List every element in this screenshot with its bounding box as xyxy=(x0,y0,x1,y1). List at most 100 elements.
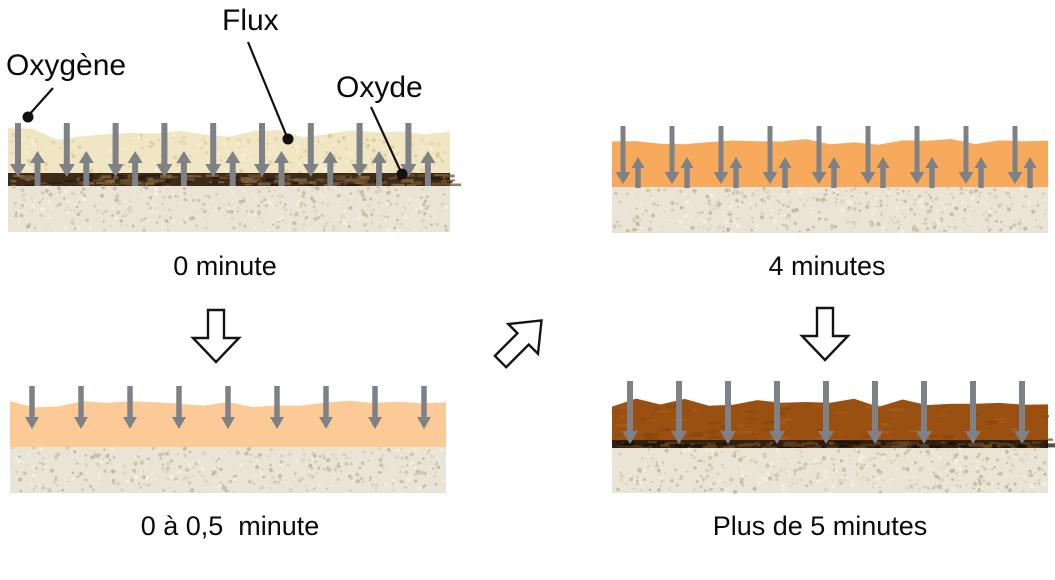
texture-speck xyxy=(148,196,153,200)
texture-speck xyxy=(70,191,74,195)
texture-speck xyxy=(150,209,154,214)
texture-speck xyxy=(288,487,293,493)
texture-speck xyxy=(285,168,290,174)
texture-speck xyxy=(762,199,767,205)
texture-streak xyxy=(897,443,908,447)
texture-speck xyxy=(316,472,319,474)
texture-speck xyxy=(31,204,36,208)
texture-speck xyxy=(204,171,207,174)
texture-speck xyxy=(400,454,403,457)
texture-speck xyxy=(963,455,965,457)
texture-speck xyxy=(149,472,152,475)
texture-speck xyxy=(40,190,43,193)
texture-speck xyxy=(891,219,894,222)
texture-speck xyxy=(387,153,391,158)
texture-speck xyxy=(774,473,779,478)
texture-speck xyxy=(269,201,273,205)
texture-speck xyxy=(797,461,801,465)
texture-speck xyxy=(768,198,771,201)
texture-speck xyxy=(680,452,683,455)
texture-speck xyxy=(232,477,237,482)
texture-streak xyxy=(619,415,626,419)
texture-speck xyxy=(651,213,656,218)
texture-speck xyxy=(413,228,418,232)
texture-streak xyxy=(361,183,376,186)
texture-speck xyxy=(791,481,795,485)
exchange-arrows xyxy=(25,386,431,429)
texture-speck xyxy=(420,168,424,172)
texture-speck xyxy=(853,187,857,191)
texture-speck xyxy=(856,471,859,474)
texture-speck xyxy=(417,461,421,465)
texture-speck xyxy=(831,228,833,231)
texture-speck xyxy=(198,470,201,474)
texture-speck xyxy=(376,475,378,478)
texture-speck xyxy=(632,472,636,476)
texture-speck xyxy=(332,455,336,459)
texture-speck xyxy=(952,453,956,457)
texture-speck xyxy=(800,451,803,454)
texture-speck xyxy=(104,209,108,213)
oxygen-down-arrow-head xyxy=(400,164,417,177)
texture-speck xyxy=(727,195,730,197)
texture-speck xyxy=(202,451,207,456)
texture-speck xyxy=(625,228,630,233)
texture-speck xyxy=(735,191,740,195)
texture-speck xyxy=(360,209,364,213)
texture-streak xyxy=(26,176,39,180)
texture-speck xyxy=(44,168,48,171)
texture-speck xyxy=(770,461,774,466)
texture-speck xyxy=(318,482,322,486)
texture-streak xyxy=(839,444,848,447)
texture-speck xyxy=(296,188,301,192)
texture-speck xyxy=(1023,474,1027,478)
texture-speck xyxy=(174,194,178,198)
texture-speck xyxy=(850,220,854,224)
texture-speck xyxy=(81,488,84,491)
texture-speck xyxy=(709,217,712,220)
texture-speck xyxy=(122,147,126,150)
texture-speck xyxy=(642,187,646,191)
texture-speck xyxy=(322,467,325,470)
texture-speck xyxy=(736,449,739,452)
oxygen-down-arrow-head xyxy=(254,164,270,177)
texture-speck xyxy=(958,467,962,472)
texture-speck xyxy=(43,162,49,167)
texture-speck xyxy=(1043,212,1047,216)
texture-speck xyxy=(368,478,372,482)
texture-streak xyxy=(22,176,32,180)
texture-streak xyxy=(659,427,671,432)
texture-speck xyxy=(29,483,32,486)
texture-speck xyxy=(926,209,931,214)
texture-speck xyxy=(34,485,38,488)
texture-speck xyxy=(945,461,951,467)
texture-speck xyxy=(374,483,379,488)
texture-speck xyxy=(420,137,422,140)
texture-speck xyxy=(16,458,21,463)
texture-speck xyxy=(980,486,984,491)
texture-speck xyxy=(784,471,788,474)
texture-speck xyxy=(876,476,881,481)
texture-speck xyxy=(317,466,320,469)
texture-speck xyxy=(428,449,431,452)
texture-speck xyxy=(313,217,318,221)
texture-streak xyxy=(411,181,423,185)
texture-speck xyxy=(761,452,767,457)
oxygen-down-arrow-head xyxy=(622,431,638,444)
texture-speck xyxy=(429,223,432,226)
texture-speck xyxy=(144,217,147,221)
texture-speck xyxy=(84,463,89,467)
texture-speck xyxy=(143,465,146,468)
texture-speck xyxy=(660,480,664,483)
texture-speck xyxy=(389,450,392,453)
texture-speck xyxy=(196,459,201,464)
texture-streak xyxy=(772,443,781,445)
texture-streak xyxy=(388,177,398,180)
texture-speck xyxy=(790,475,794,479)
texture-speck xyxy=(365,138,369,142)
texture-speck xyxy=(953,461,958,466)
texture-speck xyxy=(129,200,132,203)
texture-speck xyxy=(639,226,643,230)
oxygen-down-arrow-head xyxy=(811,172,827,184)
texture-speck xyxy=(429,141,434,146)
